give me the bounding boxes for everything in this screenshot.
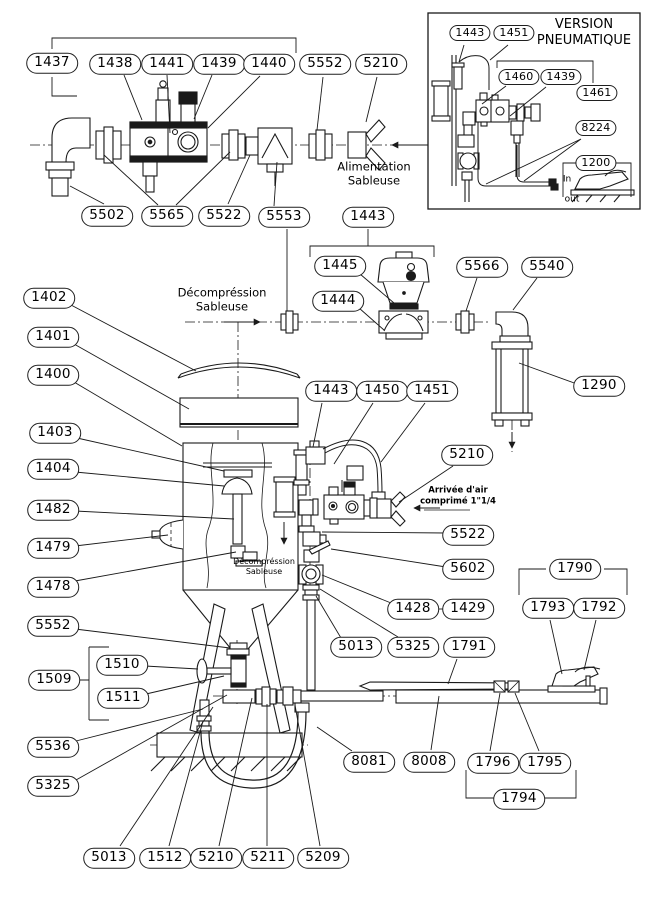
- part-label-1400: 1400: [27, 364, 79, 386]
- part-label-5553: 5553: [258, 206, 310, 228]
- part-label-5522: 5522: [198, 205, 250, 227]
- part-label-1443: 1443: [449, 25, 491, 41]
- decompression-tank-text: Décompréssion Sableuse: [233, 557, 295, 576]
- decompression-sableuse-text: Décompréssion Sableuse: [177, 285, 267, 314]
- base-and-lance: [150, 666, 608, 789]
- part-label-1792: 1792: [573, 597, 625, 619]
- part-label-1439: 1439: [540, 69, 582, 85]
- air-control-train: [293, 439, 470, 691]
- part-label-1403: 1403: [29, 422, 81, 444]
- alimentation-sableuse-text: Alimentation Sableuse: [337, 159, 411, 188]
- part-label-1443: 1443: [305, 380, 357, 402]
- part-label-1509: 1509: [28, 669, 80, 691]
- part-label-5325: 5325: [27, 775, 79, 797]
- part-label-1793: 1793: [522, 597, 574, 619]
- part-label-1796: 1796: [467, 752, 519, 774]
- part-label-5013: 5013: [83, 847, 135, 869]
- part-label-1290: 1290: [573, 375, 625, 397]
- part-label-1460: 1460: [498, 69, 540, 85]
- air-inlet-text: Arrivée d'air comprimé 1"1/4: [420, 485, 496, 506]
- part-label-1794: 1794: [493, 788, 545, 810]
- part-label-5566: 5566: [456, 256, 508, 278]
- part-label-1482: 1482: [27, 499, 79, 521]
- part-label-5502: 5502: [81, 205, 133, 227]
- part-label-1511: 1511: [97, 687, 149, 709]
- part-label-1451: 1451: [493, 25, 535, 41]
- part-label-1438: 1438: [89, 53, 141, 75]
- part-label-5552: 5552: [299, 53, 351, 75]
- part-label-1450: 1450: [356, 380, 408, 402]
- part-label-5602: 5602: [442, 558, 494, 580]
- part-label-5536: 5536: [27, 736, 79, 758]
- part-label-1443: 1443: [342, 206, 394, 228]
- tank-drawing: [151, 362, 302, 734]
- part-label-1441: 1441: [141, 53, 193, 75]
- part-label-1440: 1440: [243, 53, 295, 75]
- part-label-5209: 5209: [297, 847, 349, 869]
- part-label-1790: 1790: [549, 558, 601, 580]
- part-label-5013: 5013: [330, 636, 382, 658]
- version-pneumatique-title: VERSION PNEUMATIQUE: [536, 16, 632, 48]
- part-label-1404: 1404: [27, 458, 79, 480]
- part-label-1429: 1429: [442, 598, 494, 620]
- part-label-5325: 5325: [387, 636, 439, 658]
- part-label-1439: 1439: [193, 53, 245, 75]
- part-label-1401: 1401: [27, 326, 79, 348]
- part-label-1437: 1437: [26, 52, 78, 74]
- part-label-1478: 1478: [27, 576, 79, 598]
- pedal-in-text: In: [562, 174, 572, 185]
- part-label-1402: 1402: [23, 287, 75, 309]
- inset-panel: [427, 12, 641, 210]
- part-label-5565: 5565: [141, 205, 193, 227]
- part-label-1795: 1795: [519, 752, 571, 774]
- part-label-5552: 5552: [27, 615, 79, 637]
- part-label-1510: 1510: [96, 654, 148, 676]
- part-label-5540: 5540: [521, 256, 573, 278]
- part-label-5522: 5522: [442, 524, 494, 546]
- part-label-5211: 5211: [242, 847, 294, 869]
- part-label-1791: 1791: [443, 636, 495, 658]
- part-label-1451: 1451: [406, 380, 458, 402]
- part-label-5210: 5210: [441, 444, 493, 466]
- pedal-out-text: out: [564, 194, 580, 205]
- leader-lines: [51, 37, 632, 847]
- part-label-1479: 1479: [27, 537, 79, 559]
- supply-assembly: [45, 80, 428, 197]
- part-label-1200: 1200: [575, 155, 617, 171]
- part-label-1445: 1445: [314, 255, 366, 277]
- part-label-1428: 1428: [387, 598, 439, 620]
- part-label-5210: 5210: [355, 53, 407, 75]
- part-label-8008: 8008: [403, 751, 455, 773]
- part-label-1444: 1444: [312, 290, 364, 312]
- part-label-5210: 5210: [190, 847, 242, 869]
- part-label-8224: 8224: [575, 120, 617, 136]
- part-label-1461: 1461: [576, 85, 618, 101]
- decompression-line: [224, 251, 533, 449]
- part-label-1512: 1512: [139, 847, 191, 869]
- part-label-8081: 8081: [343, 751, 395, 773]
